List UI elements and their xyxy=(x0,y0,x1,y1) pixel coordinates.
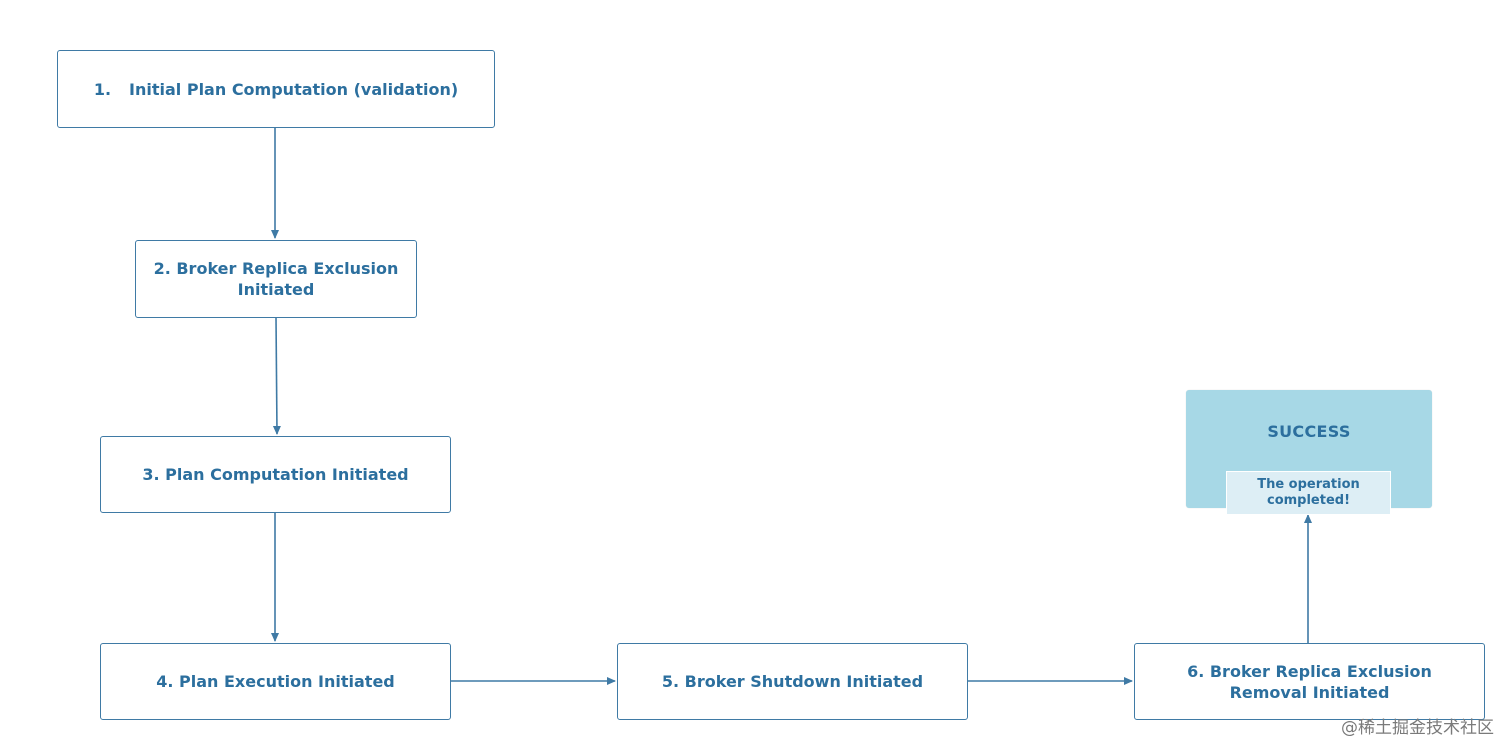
step-5-label: 5. Broker Shutdown Initiated xyxy=(661,672,924,691)
watermark: @稀土掘金技术社区 xyxy=(1341,718,1494,738)
success-title: SUCCESS xyxy=(1267,422,1351,441)
step-6-line2: Removal Initiated xyxy=(1229,682,1390,702)
arrow-2-to-3 xyxy=(272,316,281,435)
step-4-box: 4. Plan Execution Initiated xyxy=(100,643,451,720)
success-box: SUCCESS The operation completed! xyxy=(1186,390,1432,515)
step-1-title: Initial Plan Computation (validation) xyxy=(129,79,459,99)
step-4-label: 4. Plan Execution Initiated xyxy=(156,672,395,691)
step-2-line1: 2. Broker Replica Exclusion xyxy=(153,259,399,278)
step-2-line2: Initiated xyxy=(237,280,315,299)
success-note-line1: The operation xyxy=(1257,477,1360,492)
step-2-box: 2. Broker Replica Exclusion Initiated xyxy=(135,240,417,318)
step-1-box: 1. Initial Plan Computation (validation) xyxy=(57,50,495,128)
step-6-line1: 6. Broker Replica Exclusion xyxy=(1187,661,1432,681)
success-note: The operation completed! xyxy=(1226,471,1391,515)
step-1-label: 1. Initial Plan Computation (validation) xyxy=(94,79,458,100)
success-note-line2: completed! xyxy=(1266,493,1351,508)
step-6-label: 6. Broker Replica Exclusion Removal Init… xyxy=(1187,661,1432,703)
step-3-box: 3. Plan Computation Initiated xyxy=(100,436,451,513)
step-5-box: 5. Broker Shutdown Initiated xyxy=(617,643,968,720)
step-1-number: 1. xyxy=(93,79,112,99)
step-3-label: 3. Plan Computation Initiated xyxy=(142,465,409,484)
step-2-label: 2. Broker Replica Exclusion Initiated xyxy=(154,258,399,300)
step-6-box: 6. Broker Replica Exclusion Removal Init… xyxy=(1134,643,1485,720)
